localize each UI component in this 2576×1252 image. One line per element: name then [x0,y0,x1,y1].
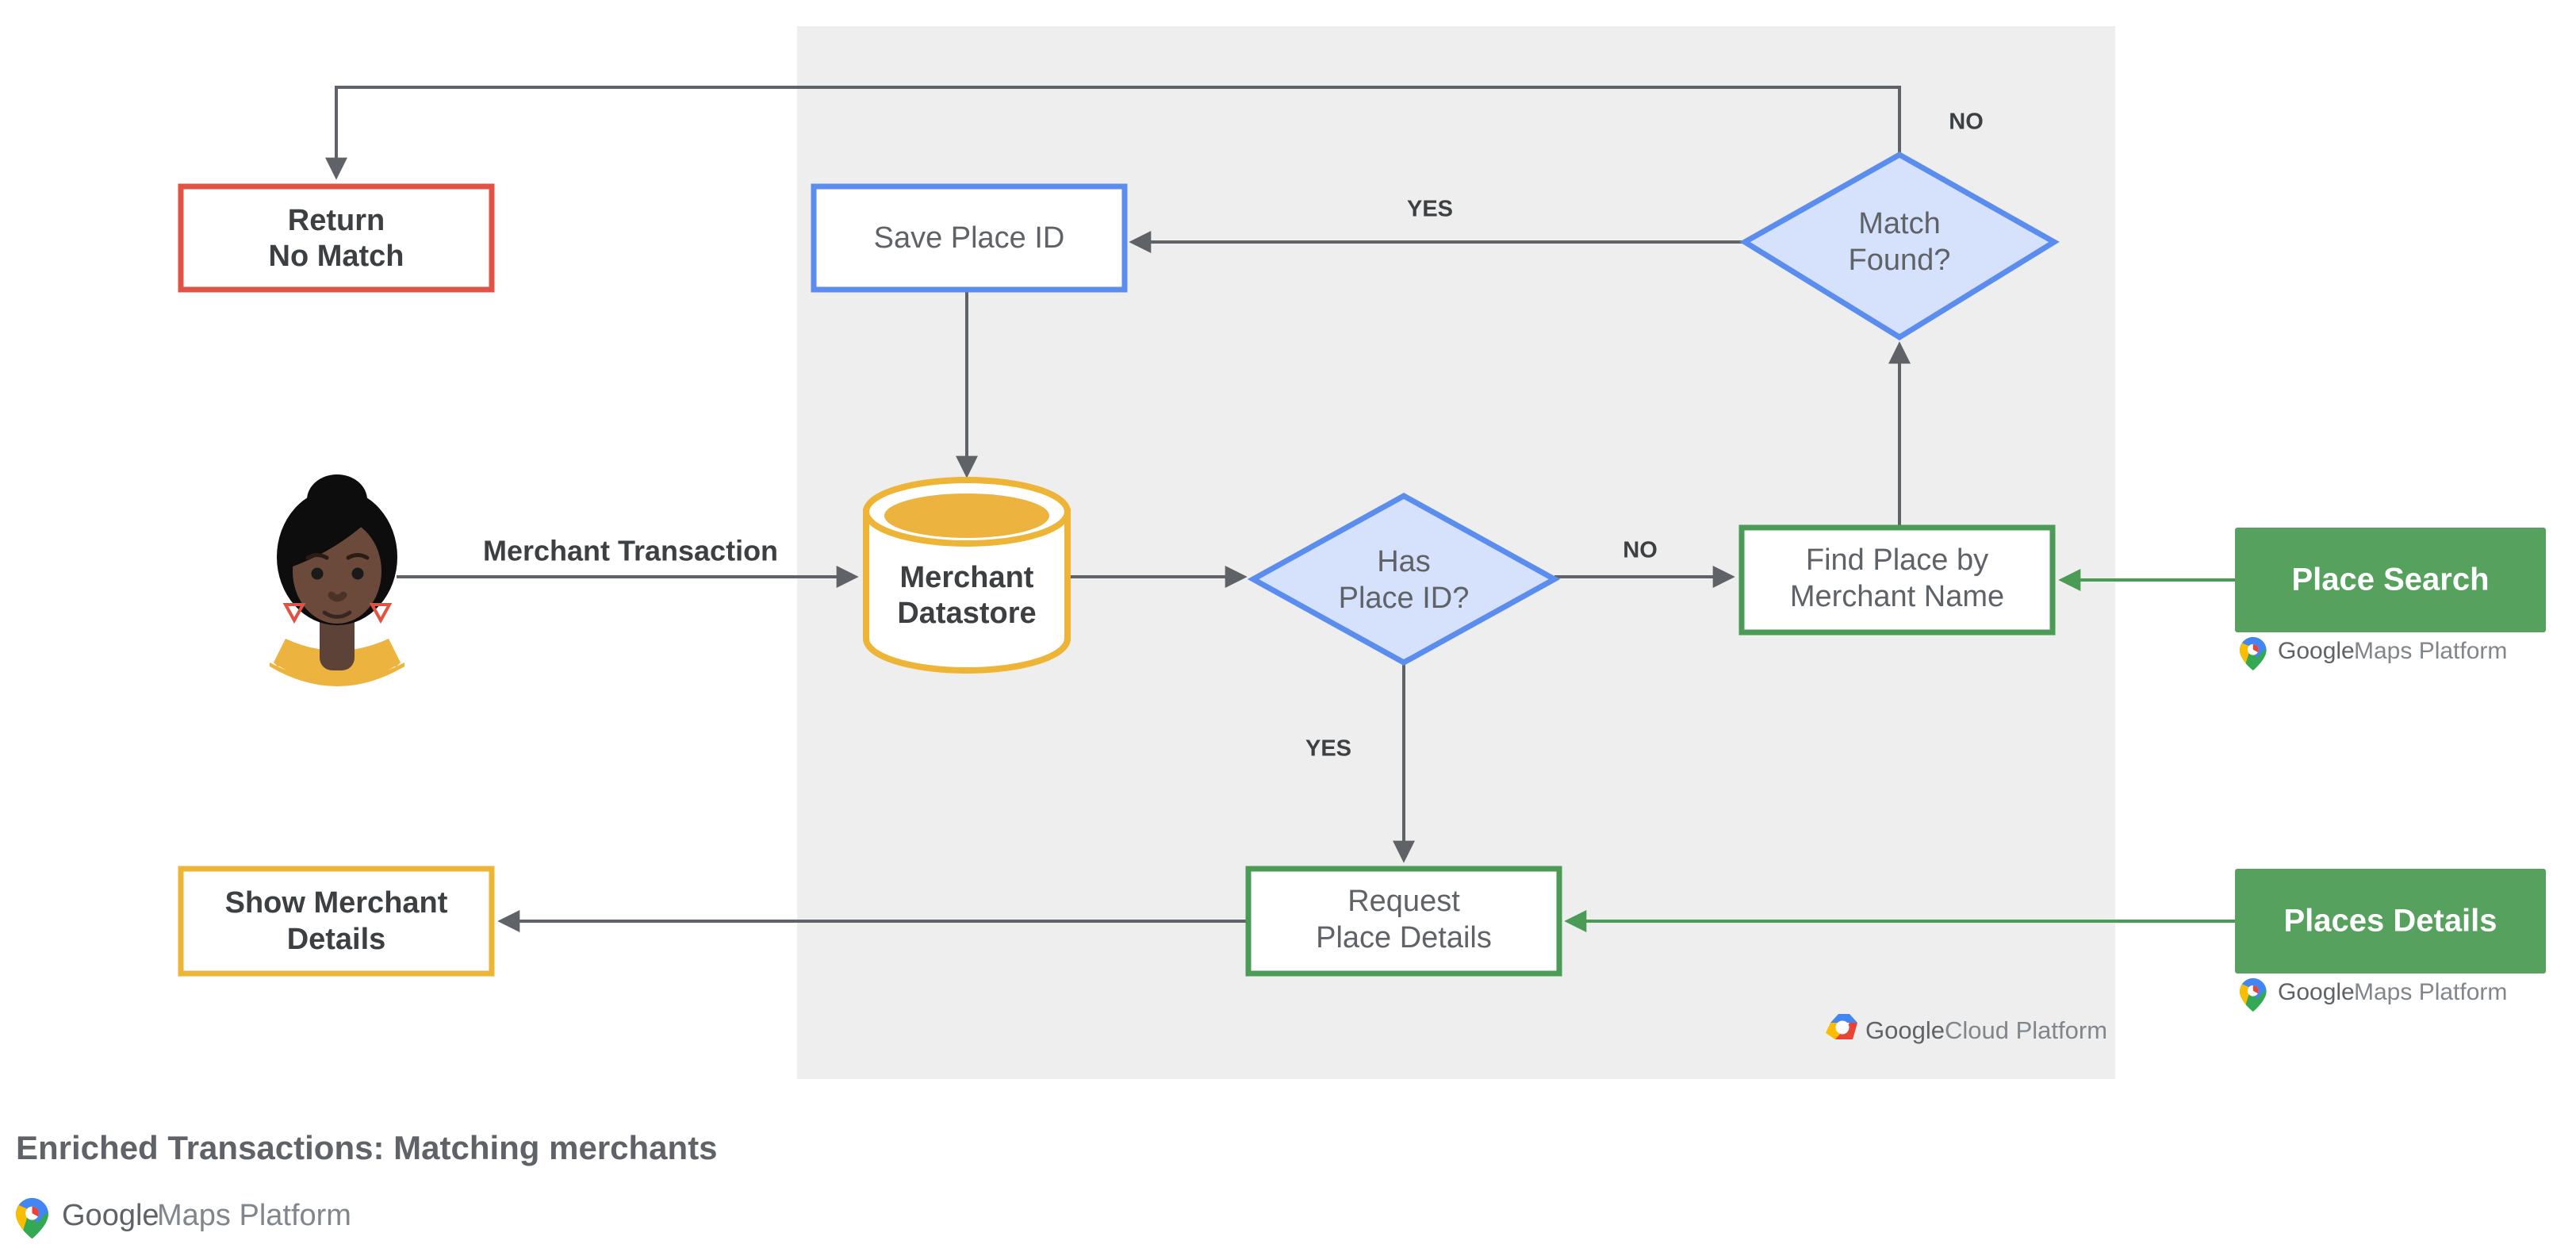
find-place-line1: Find Place by [1806,543,1988,577]
maps-platform-rest-1: Maps Platform [2354,638,2507,664]
match-found-line1: Match [1858,207,1940,240]
node-request-place-details[interactable]: Request Place Details [1245,866,1562,977]
return-no-match-box [178,183,495,293]
avatar-earring-left [282,603,306,624]
maps-platform-google-word-2: Google [2278,979,2355,1005]
has-place-id-line2: Place ID? [1339,582,1470,615]
maps-platform-logo-places-details: Google Maps Platform [2240,978,2507,1012]
return-no-match-line2: No Match [269,240,404,273]
save-place-id-box [811,183,1128,293]
node-save-place-id[interactable]: Save Place ID [811,183,1128,293]
datastore-body [863,509,1071,674]
button-places-details[interactable]: Places Details [2235,869,2546,974]
places-details-button-label: Places Details [2283,904,2497,939]
has-place-id-line1: Has [1377,545,1431,578]
gcp-hexagon-icon [1826,1014,1857,1039]
avatar-hair-fringe [293,503,389,566]
maps-platform-google-word-1: Google [2278,638,2355,664]
request-place-details-box [1245,866,1562,977]
show-merchant-details-box [178,866,495,977]
google-maps-pin-icon [2240,637,2267,670]
edge-label-yes-match: YES [1407,197,1453,222]
datastore-top-fill [884,494,1049,538]
node-show-merchant-details[interactable]: Show Merchant Details [178,866,495,977]
show-merchant-details-line1: Show Merchant [225,886,448,920]
maps-platform-logo-place-search: Google Maps Platform [2240,637,2507,670]
merchant-person-avatar [270,474,404,686]
edge-label-merchant-transaction: Merchant Transaction [483,535,778,567]
save-place-id-label: Save Place ID [874,221,1065,255]
merchant-datastore-line2: Datastore [897,597,1036,630]
diagram-caption: Enriched Transactions: Matching merchant… [16,1129,718,1166]
has-place-id-diamond [1247,493,1561,666]
find-place-box [1738,524,2056,636]
google-cloud-platform-logo: Google Cloud Platform [1826,1014,2107,1044]
avatar-eyebrow-right [346,553,370,560]
find-place-line2: Merchant Name [1790,580,2004,613]
button-place-search[interactable]: Place Search [2235,528,2546,632]
places-details-button-bg [2235,869,2546,974]
return-no-match-line1: Return [288,204,385,237]
place-search-button-bg [2235,528,2546,632]
edge-label-no-match: NO [1949,109,1984,135]
request-place-details-line2: Place Details [1316,921,1492,954]
node-match-found[interactable]: Match Found? [1739,151,2060,341]
request-place-details-line1: Request [1347,885,1460,918]
show-merchant-details-line2: Details [287,923,386,956]
edge-label-yes-place-id: YES [1305,736,1351,762]
edge-label-no-place-id: NO [1623,538,1658,563]
avatar-eye-left [311,567,324,580]
google-maps-pin-icon-3 [16,1198,48,1239]
maps-platform-logo-footer: Google Maps Platform [16,1198,351,1239]
node-return-no-match[interactable]: Return No Match [178,183,495,293]
google-maps-pin-icon-2 [2240,978,2267,1012]
avatar-mouth [322,610,352,619]
place-search-button-label: Place Search [2291,563,2489,597]
node-merchant-datastore[interactable]: Merchant Datastore [863,477,1071,674]
node-find-place-by-merchant-name[interactable]: Find Place by Merchant Name [1738,524,2056,636]
avatar-eyebrow-left [305,553,329,560]
gcp-google-word: Google [1865,1016,1945,1044]
avatar-earring-right [369,603,393,624]
footer-rest-word: Maps Platform [157,1199,351,1232]
match-found-line2: Found? [1849,244,1951,277]
edge-no-match-to-return [325,86,1901,180]
gcp-rest-word: Cloud Platform [1945,1016,2107,1044]
avatar-nose [328,591,347,602]
node-has-place-id[interactable]: Has Place ID? [1247,493,1561,666]
maps-platform-rest-2: Maps Platform [2354,979,2507,1005]
merchant-datastore-line1: Merchant [900,561,1034,594]
footer-google-word: Google [62,1199,159,1232]
match-found-diamond [1739,151,2060,341]
avatar-eye-right [351,567,364,580]
